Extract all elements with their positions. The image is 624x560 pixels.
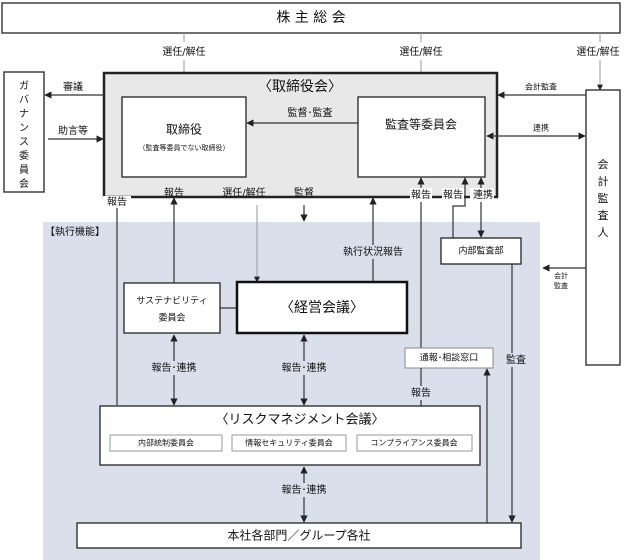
svg-text:ガ: ガ [19, 80, 29, 92]
svg-text:委: 委 [19, 149, 29, 162]
report-label-4: 報告 [443, 188, 463, 201]
execution-report-label: 執行状況報告 [343, 245, 403, 258]
svg-text:人: 人 [598, 226, 609, 239]
risk-management-title: 〈リスクマネジメント会議〉 [215, 413, 384, 428]
audit-committee: 監査等委員会 [385, 117, 457, 132]
svg-text:バ: バ [19, 94, 29, 106]
report-cooperation-label-3: 報告･連携 [282, 483, 327, 496]
svg-text:監: 監 [598, 191, 609, 205]
whistleblowing: 通報･相談窓口 [420, 352, 479, 364]
elect-label-auditor: 選任/解任 [576, 45, 619, 58]
report-label-5: 報告 [411, 386, 431, 399]
internal-audit: 内部監査部 [458, 245, 503, 257]
report-cooperation-label-2: 報告･連携 [282, 361, 327, 374]
directors-box [121, 96, 247, 178]
accounting-auditor-box [585, 89, 621, 366]
directors-title: 取締役 [166, 122, 202, 137]
svg-text:員: 員 [19, 164, 29, 176]
audit-label: 監査 [506, 353, 526, 366]
cooperation-label-auditor: 連携 [533, 123, 549, 133]
info-security-committee-box [231, 434, 347, 452]
accounting-audit-label-2a: 会計 [554, 271, 568, 280]
supervise-audit-label: 監督･監査 [288, 106, 333, 119]
internal-audit-box [440, 237, 522, 265]
accounting-audit-label-2b: 監査 [554, 281, 568, 290]
shareholders-meeting: 株 主 総 会 [276, 10, 345, 26]
governance-committee-box [3, 71, 45, 193]
cooperation-label-internal: 連携 [473, 188, 493, 201]
management-meeting-box [235, 280, 409, 335]
committee-compliance: コンプライアンス委員会 [370, 438, 457, 448]
elect-label-directors: 選任/解任 [162, 45, 205, 58]
departments-box [76, 522, 522, 549]
committee-info-security: 情報セキュリティ委員会 [245, 438, 333, 448]
elect-label-management: 選任/解任 [222, 186, 265, 199]
whistleblowing-box [404, 347, 494, 369]
deliberation-label: 審議 [63, 80, 83, 93]
internal-control-committee-box [109, 434, 223, 452]
accounting-audit-label: 会計監査 [525, 82, 557, 92]
sustainability-committee-l2: 委員会 [158, 312, 185, 324]
departments: 本社各部門／グループ各社 [227, 528, 370, 543]
svg-text:会: 会 [19, 177, 29, 190]
board-title: 〈取締役会〉 [258, 78, 342, 95]
report-label-3: 報告 [411, 188, 431, 201]
governance-committee-label: ガ バ ナ ン ス 委 員 会 [19, 80, 29, 190]
execution-area [43, 222, 540, 560]
execution-title: 【執行機能】 [45, 225, 105, 238]
compliance-committee-box [356, 434, 473, 452]
management-meeting: 〈経営会議〉 [280, 299, 364, 316]
svg-text:ン: ン [19, 123, 29, 134]
elect-label-audit: 選任/解任 [399, 45, 442, 58]
sustainability-committee-l1: サステナビリティ [136, 296, 207, 307]
svg-text:ス: ス [19, 137, 29, 148]
svg-text:査: 査 [598, 208, 609, 222]
committee-internal-control: 内部統制委員会 [138, 438, 194, 448]
shareholders-meeting-box [1, 2, 621, 34]
svg-text:ナ: ナ [19, 108, 29, 120]
report-label-1: 報告 [107, 195, 127, 208]
svg-text:会: 会 [598, 158, 609, 171]
sustainability-committee-box [123, 282, 221, 334]
svg-text:計: 計 [598, 174, 609, 188]
directors-subtitle: （監査等委員でない取締役） [139, 143, 230, 152]
advice-label: 助言等 [58, 124, 88, 137]
report-cooperation-label-1: 報告･連携 [152, 361, 197, 374]
supervision-label: 監督 [294, 186, 314, 199]
accounting-auditor-label: 会 計 監 査 人 [598, 158, 609, 239]
report-label-2: 報告 [164, 186, 184, 199]
audit-committee-box [357, 96, 486, 178]
